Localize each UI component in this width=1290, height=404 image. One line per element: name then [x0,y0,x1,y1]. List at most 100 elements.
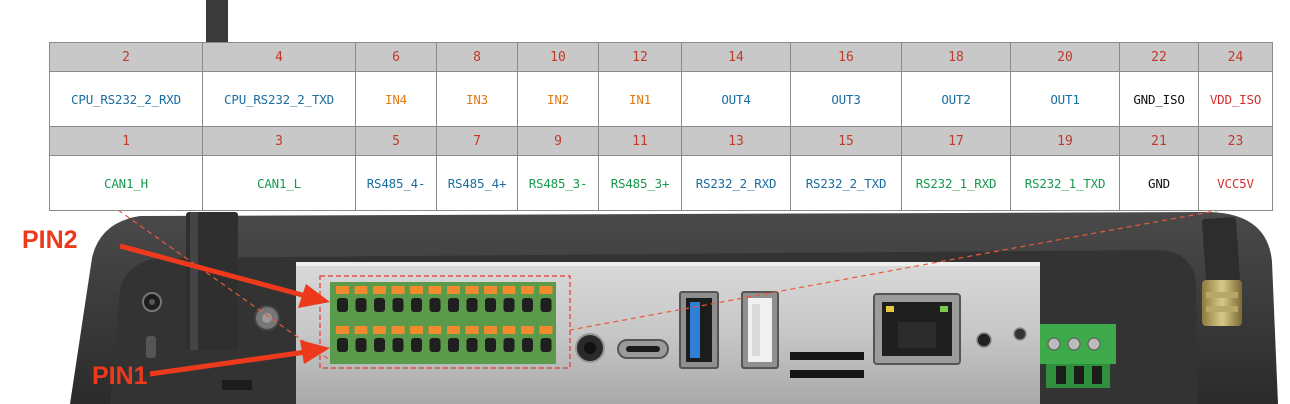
terminal-wire-hole [355,338,367,352]
pin-number-5: 5 [355,126,437,156]
signal-name-pin-4: CPU_RS232_2_TXD [202,71,356,127]
terminal-wire-hole [337,338,348,352]
terminal-release-tab [391,286,405,294]
pin2-label: PIN2 [22,226,78,254]
pin-number-1: 1 [49,126,203,156]
usb-a-port-icon [741,291,779,369]
terminal-release-tab [539,286,553,294]
pin-number-11: 11 [598,126,682,156]
terminal-wire-hole [411,338,422,352]
signal-name-pin-14: OUT4 [681,71,791,127]
terminal-wire-hole [355,298,367,312]
terminal-release-tab [502,286,516,294]
terminal-wire-hole [485,298,496,312]
terminal-release-tab [336,286,349,294]
signal-name-pin-2: CPU_RS232_2_RXD [49,71,203,127]
terminal-wire-hole [503,338,515,352]
pin-number-15: 15 [790,126,902,156]
terminal-release-tab [465,326,479,334]
terminal-wire-hole [337,298,348,312]
terminal-block-icon [319,275,571,369]
signal-name-pin-21: GND [1119,155,1199,211]
pin-number-12: 12 [598,42,682,72]
terminal-wire-hole [392,298,404,312]
terminal-wire-hole [374,298,385,312]
terminal-wire-hole [540,338,552,352]
terminal-wire-hole [448,338,459,352]
terminal-wire-hole [429,298,441,312]
pin1-arrow [149,340,330,377]
signal-name-pin-5: RS485_4- [355,155,437,211]
pin-number-8: 8 [436,42,518,72]
terminal-release-tab [336,326,349,334]
pin-number-6: 6 [355,42,437,72]
signal-name-pin-17: RS232_1_RXD [901,155,1011,211]
signal-name-pin-13: RS232_2_RXD [681,155,791,211]
terminal-release-tab [521,286,534,294]
terminal-wire-hole [466,338,478,352]
pin-number-2: 2 [49,42,203,72]
terminal-release-tab [539,326,553,334]
signal-name-pin-9: RS485_3- [517,155,599,211]
pin-number-20: 20 [1010,42,1120,72]
terminal-wire-hole [485,338,496,352]
signal-name-pin-15: RS232_2_TXD [790,155,902,211]
signal-name-pin-22: GND_ISO [1119,71,1199,127]
pin-number-14: 14 [681,42,791,72]
pin-number-24: 24 [1198,42,1273,72]
signal-name-pin-10: IN2 [517,71,599,127]
pin-number-4: 4 [202,42,356,72]
terminal-wire-hole [392,338,404,352]
usb-a-port-icon [679,291,719,369]
terminal-release-tab [447,286,460,294]
pin-number-23: 23 [1198,126,1273,156]
terminal-release-tab [410,326,423,334]
pin-number-13: 13 [681,126,791,156]
sd-card-slot-icon [790,352,864,378]
terminal-release-tab [484,286,497,294]
pin-number-17: 17 [901,126,1011,156]
signal-name-pin-18: OUT2 [901,71,1011,127]
guide-lines [117,209,1221,361]
terminal-wire-hole [503,298,515,312]
terminal-release-tab [465,286,479,294]
terminal-release-tab [447,326,460,334]
pin-number-18: 18 [901,42,1011,72]
rj45-port-icon [873,293,961,365]
terminal-release-tab [502,326,516,334]
terminal-release-tab [484,326,497,334]
usb-c-port-icon [617,339,669,359]
terminal-release-tab [391,326,405,334]
antenna-icon [186,212,280,350]
signal-name-pin-12: IN1 [598,71,682,127]
pin2-arrow [119,243,330,308]
terminal-wire-hole [522,298,533,312]
terminal-release-tab [373,286,386,294]
power-terminal-icon [1040,324,1116,388]
signal-name-pin-3: CAN1_L [202,155,356,211]
signal-name-pin-16: OUT3 [790,71,902,127]
pin-number-10: 10 [517,42,599,72]
antenna-icon [206,0,228,44]
terminal-release-tab [354,286,368,294]
antenna-icon [1202,217,1242,326]
pin-number-3: 3 [202,126,356,156]
signal-name-pin-7: RS485_4+ [436,155,518,211]
signal-name-pin-8: IN3 [436,71,518,127]
pin-number-21: 21 [1119,126,1199,156]
audio-jack-icon [575,333,605,363]
terminal-release-tab [428,326,442,334]
terminal-release-tab [410,286,423,294]
terminal-wire-hole [411,298,422,312]
signal-name-pin-11: RS485_3+ [598,155,682,211]
terminal-wire-hole [466,298,478,312]
terminal-wire-hole [540,298,552,312]
pin1-label: PIN1 [92,362,148,390]
terminal-release-tab [428,286,442,294]
